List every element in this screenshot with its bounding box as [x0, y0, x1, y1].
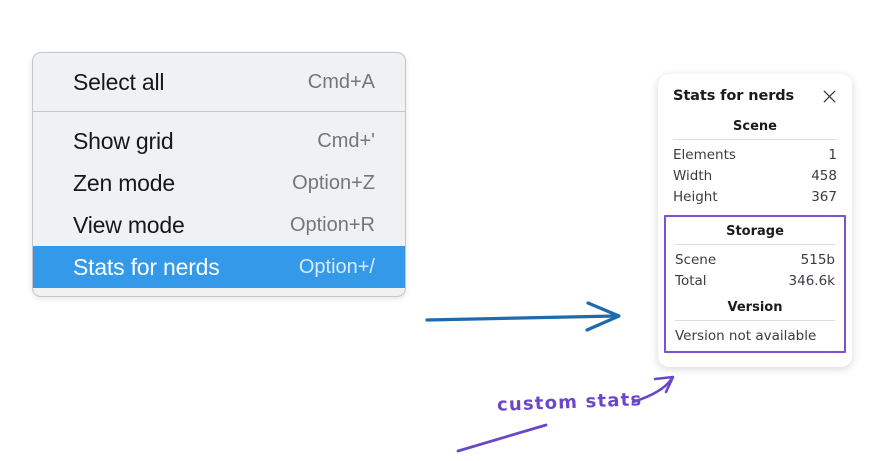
version-text: Version not available [675, 328, 817, 344]
menu-item-label: Show grid [73, 127, 174, 154]
stats-for-nerds-panel: Stats for nerds Scene Elements 1 Width 4… [658, 74, 852, 367]
section-heading-storage: Storage [726, 224, 784, 239]
annotation-label: custom stats [496, 389, 643, 416]
stats-panel-header: Stats for nerds [673, 88, 837, 104]
stat-value: 1 [828, 146, 837, 163]
section-heading-scene: Scene [733, 119, 777, 134]
menu-item-zen-mode[interactable]: Zen mode Option+Z [33, 162, 405, 204]
stat-row: Elements 1 [673, 144, 837, 165]
stat-key: Elements [673, 146, 736, 163]
menu-item-label: Select all [73, 68, 165, 95]
stat-key: Total [675, 272, 707, 289]
menu-item-label: Stats for nerds [73, 253, 220, 280]
menu-item-shortcut: Option+/ [298, 255, 375, 278]
menu-divider [33, 111, 405, 112]
menu-item-shortcut: Cmd+' [317, 129, 375, 152]
stat-row: Width 458 [673, 165, 837, 186]
stat-key: Scene [675, 251, 717, 268]
purple-underline-annotation [456, 423, 548, 453]
menu-item-label: Zen mode [73, 169, 175, 196]
section-heading-version: Version [727, 300, 783, 315]
menu-item-shortcut: Option+R [289, 213, 375, 236]
menu-group-1: Show grid Cmd+' Zen mode Option+Z View m… [33, 112, 405, 296]
stat-key: Width [673, 167, 713, 184]
stat-key: Height [673, 188, 718, 205]
section-rule [673, 139, 837, 140]
stat-value: 458 [811, 167, 837, 184]
stat-value: 346.6k [788, 272, 835, 289]
menu-group-0: Select all Cmd+A [33, 53, 405, 111]
menu-item-select-all[interactable]: Select all Cmd+A [33, 61, 405, 103]
stat-value: 367 [811, 188, 837, 205]
close-icon[interactable] [822, 89, 837, 104]
stat-row: Total 346.6k [675, 270, 835, 291]
menu-item-shortcut: Cmd+A [307, 70, 375, 93]
menu-item-show-grid[interactable]: Show grid Cmd+' [33, 120, 405, 162]
menu-item-stats-for-nerds[interactable]: Stats for nerds Option+/ [33, 246, 405, 288]
blue-arrow-annotation [425, 301, 621, 332]
context-menu[interactable]: Select all Cmd+A Show grid Cmd+' Zen mod… [32, 52, 406, 297]
menu-item-shortcut: Option+Z [292, 171, 375, 194]
stat-value: 515b [800, 251, 835, 268]
menu-item-label: View mode [73, 211, 185, 238]
section-rule [675, 244, 835, 245]
stat-row: Height 367 [673, 186, 837, 207]
section-rule [675, 320, 835, 321]
menu-item-view-mode[interactable]: View mode Option+R [33, 204, 405, 246]
stat-row: Scene 515b [675, 249, 835, 270]
custom-stats-highlight-box: Storage Scene 515b Total 346.6k Version … [664, 215, 846, 353]
panel-title: Stats for nerds [673, 88, 795, 104]
